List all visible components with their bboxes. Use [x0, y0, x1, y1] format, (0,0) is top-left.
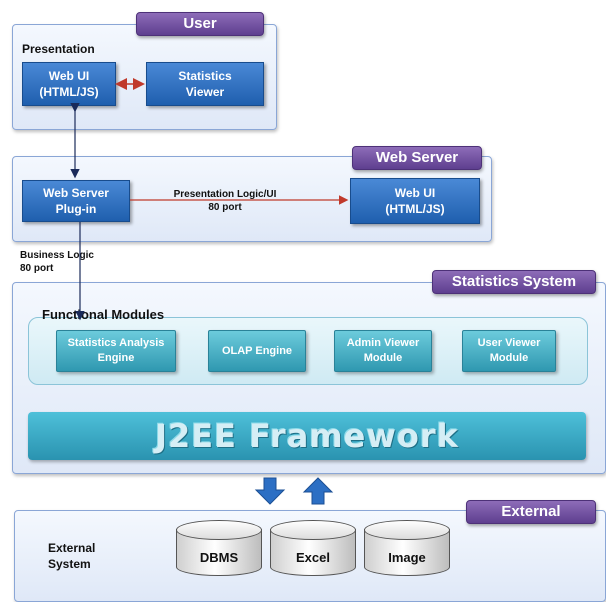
external-system-label: External System	[48, 541, 96, 571]
user-tag: User	[136, 12, 264, 36]
j2ee-framework-bar: J2EE Framework	[28, 412, 586, 460]
dbms-label: DBMS	[199, 550, 239, 565]
presentation-link-label: Presentation Logic/UI 80 port	[173, 189, 277, 213]
functional-modules-label: Functional Modules	[42, 307, 165, 322]
image-cylinder: Image	[364, 520, 450, 584]
down-arrow-icon	[254, 477, 286, 505]
user-web-ui-box: Web UI (HTML/JS)	[22, 62, 116, 106]
web-server-tag: Web Server	[352, 146, 482, 170]
module-user-viewer: User Viewer Module	[462, 330, 556, 372]
up-arrow-icon	[302, 477, 334, 505]
excel-label: Excel	[296, 550, 330, 565]
image-label: Image	[388, 550, 426, 565]
statistics-viewer-box: Statistics Viewer	[146, 62, 264, 106]
presentation-label: Presentation	[22, 42, 95, 56]
web-server-plugin-box: Web Server Plug-in	[22, 180, 130, 222]
j2ee-framework-label: J2EE Framework	[155, 417, 459, 455]
excel-cylinder: Excel	[270, 520, 356, 584]
server-web-ui-box: Web UI (HTML/JS)	[350, 178, 480, 224]
module-statistics-analysis-engine: Statistics Analysis Engine	[56, 330, 176, 372]
statistics-system-tag: Statistics System	[432, 270, 596, 294]
module-olap-engine: OLAP Engine	[208, 330, 306, 372]
dbms-cylinder: DBMS	[176, 520, 262, 584]
external-tag: External	[466, 500, 596, 524]
module-admin-viewer: Admin Viewer Module	[334, 330, 432, 372]
business-logic-label: Business Logic 80 port	[20, 250, 94, 274]
